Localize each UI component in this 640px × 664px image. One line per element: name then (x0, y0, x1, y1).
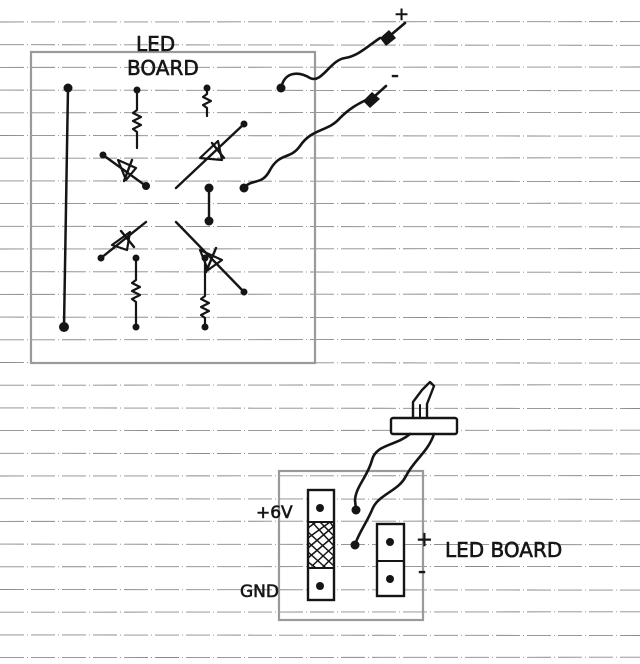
power-header (306, 488, 336, 602)
power-pin-top (316, 504, 324, 512)
diode-lower-right (174, 220, 248, 296)
schematic-title-line-1: LED (136, 32, 175, 56)
power-pin-bottom (316, 582, 324, 590)
led-board-schematic: LED BOARD (29, 4, 409, 365)
ruled-line (0, 225, 640, 228)
led-negative-sign: - (418, 559, 426, 584)
switch-lever (411, 380, 436, 420)
voltage-label: +6V (256, 503, 293, 523)
ruled-line (0, 634, 640, 636)
ruled-line (0, 135, 640, 137)
positive-probe (380, 21, 407, 46)
schematic-frame (29, 50, 317, 365)
led-pin-positive (386, 538, 394, 546)
diode-upper-left (99, 151, 150, 190)
diode-lower-left (97, 220, 148, 262)
led-positive-sign: + (416, 527, 433, 551)
ruled-line (0, 271, 640, 273)
led-board-header (375, 522, 406, 598)
diode-upper-right (174, 120, 248, 190)
toggle-switch (389, 380, 459, 436)
ruled-line (0, 407, 640, 409)
hatched-cell (307, 521, 335, 569)
lead-wires (242, 36, 382, 190)
negative-sign: - (391, 63, 399, 88)
ruled-line (0, 316, 640, 319)
middle-junction (204, 183, 249, 226)
led-pin-negative (386, 575, 394, 583)
negative-probe (363, 84, 388, 108)
board-outline (277, 469, 425, 622)
ruled-line (0, 44, 640, 46)
ruled-line (0, 180, 640, 182)
resistor-bottom-left (130, 254, 142, 331)
ruled-line (0, 89, 640, 92)
left-rail (59, 83, 73, 332)
ruled-line (0, 452, 640, 455)
resistor-top-left (131, 86, 143, 150)
switch-body (389, 416, 459, 436)
positive-sign: + (394, 4, 409, 25)
resistor-bottom-middle (199, 254, 211, 331)
led-board-label: LED BOARD (445, 538, 562, 562)
switch-leads (350, 432, 436, 550)
connector-wiring-diagram: +6V GND + - LED BOARD (240, 380, 563, 622)
ground-label: GND (240, 582, 279, 602)
resistor-top-middle (201, 84, 213, 118)
schematic-title-line-2: BOARD (127, 56, 199, 80)
